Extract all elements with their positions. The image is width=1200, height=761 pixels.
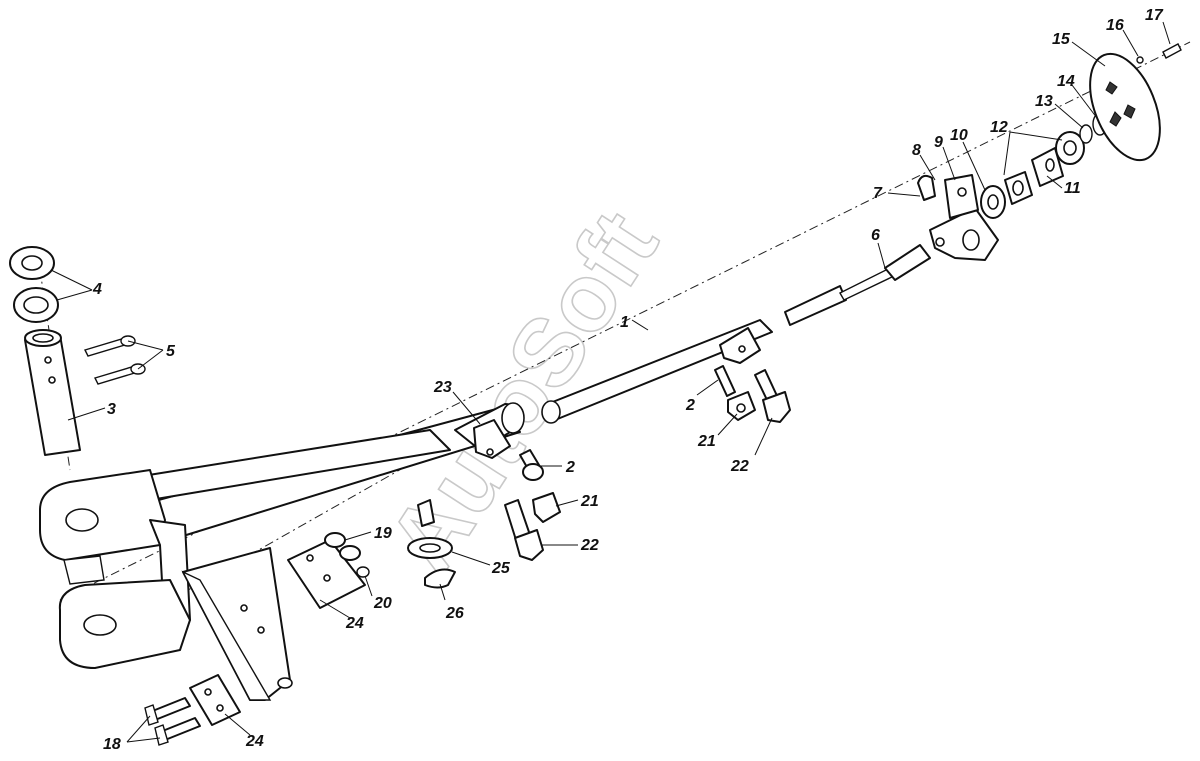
- callout-9: 9: [934, 134, 943, 151]
- fasteners-group-lower: [504, 449, 561, 561]
- callout-leaders: [50, 21, 1171, 743]
- callout-8: 8: [912, 142, 921, 159]
- callout-25: 25: [491, 560, 511, 577]
- callout-11: 11: [1064, 180, 1081, 197]
- part-1-shaft: [541, 319, 773, 424]
- callout-14: 14: [1057, 73, 1075, 90]
- callout-22-upper: 22: [730, 458, 749, 475]
- part-23-clamp: [473, 419, 511, 459]
- callout-17: 17: [1145, 7, 1164, 24]
- callout-21-lower: 21: [580, 493, 599, 510]
- part-4-washers: [9, 246, 59, 323]
- callout-24-lower: 24: [245, 733, 264, 750]
- callout-18: 18: [103, 736, 121, 753]
- callout-13: 13: [1035, 93, 1053, 110]
- small-fasteners-top: [1136, 43, 1182, 64]
- washer-stack: [980, 112, 1108, 219]
- callout-24-upper: 24: [345, 615, 364, 632]
- callout-3: 3: [107, 401, 116, 418]
- fasteners-group-upper: [714, 365, 791, 423]
- callout-12: 12: [990, 119, 1008, 136]
- callout-19: 19: [374, 525, 392, 542]
- steering-head-assembly: [917, 174, 999, 261]
- callout-5: 5: [166, 343, 176, 360]
- part-6-rod: [784, 244, 931, 326]
- callout-2-upper: 2: [685, 397, 695, 414]
- lever-frame: [39, 402, 525, 701]
- callout-7: 7: [873, 185, 883, 202]
- parts-19-20-24-upper: [287, 532, 370, 609]
- parts-25-26: [407, 499, 456, 589]
- callout-6: 6: [871, 227, 880, 244]
- callout-26: 26: [445, 605, 464, 622]
- callout-16: 16: [1106, 17, 1124, 34]
- callout-10: 10: [950, 127, 968, 144]
- callout-2-lower: 2: [565, 459, 575, 476]
- callout-23: 23: [433, 379, 452, 396]
- callout-22-lower: 22: [580, 537, 599, 554]
- part-3-pin: [24, 329, 81, 456]
- part-15-disc: [1089, 52, 1161, 162]
- callout-21-upper: 21: [697, 433, 716, 450]
- parts-18-24-lower: [144, 674, 241, 746]
- callout-15: 15: [1052, 31, 1071, 48]
- part-5-cotter-pins: [84, 335, 146, 385]
- callout-4: 4: [92, 281, 102, 298]
- callout-20: 20: [373, 595, 392, 612]
- callout-labels: 1 2 2 3 4 5 6 7 8 9 10 11 12 13 14 15 16…: [92, 7, 1164, 753]
- callout-1: 1: [620, 314, 629, 331]
